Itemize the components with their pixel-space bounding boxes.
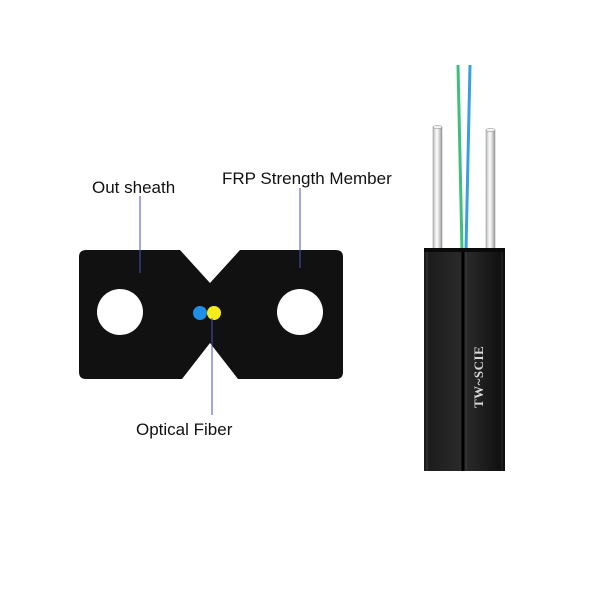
strength-member-hole-right bbox=[277, 289, 323, 335]
strength-member-hole-left bbox=[97, 289, 143, 335]
optical-fiber-yellow bbox=[207, 306, 221, 320]
cable-print-text: TW~SCIE bbox=[471, 346, 486, 408]
fiber-green bbox=[456, 64, 464, 251]
label-frp-strength-member: FRP Strength Member bbox=[222, 169, 392, 188]
label-out-sheath: Out sheath bbox=[92, 178, 176, 197]
frp-rod-left bbox=[432, 126, 443, 252]
cross-section bbox=[79, 188, 343, 415]
optical-fiber-blue bbox=[193, 306, 207, 320]
label-optical-fiber: Optical Fiber bbox=[136, 420, 233, 439]
frp-rod-right bbox=[485, 129, 496, 252]
cable-side-view: TW~SCIE bbox=[424, 64, 505, 471]
fiber-cyan bbox=[464, 64, 472, 251]
